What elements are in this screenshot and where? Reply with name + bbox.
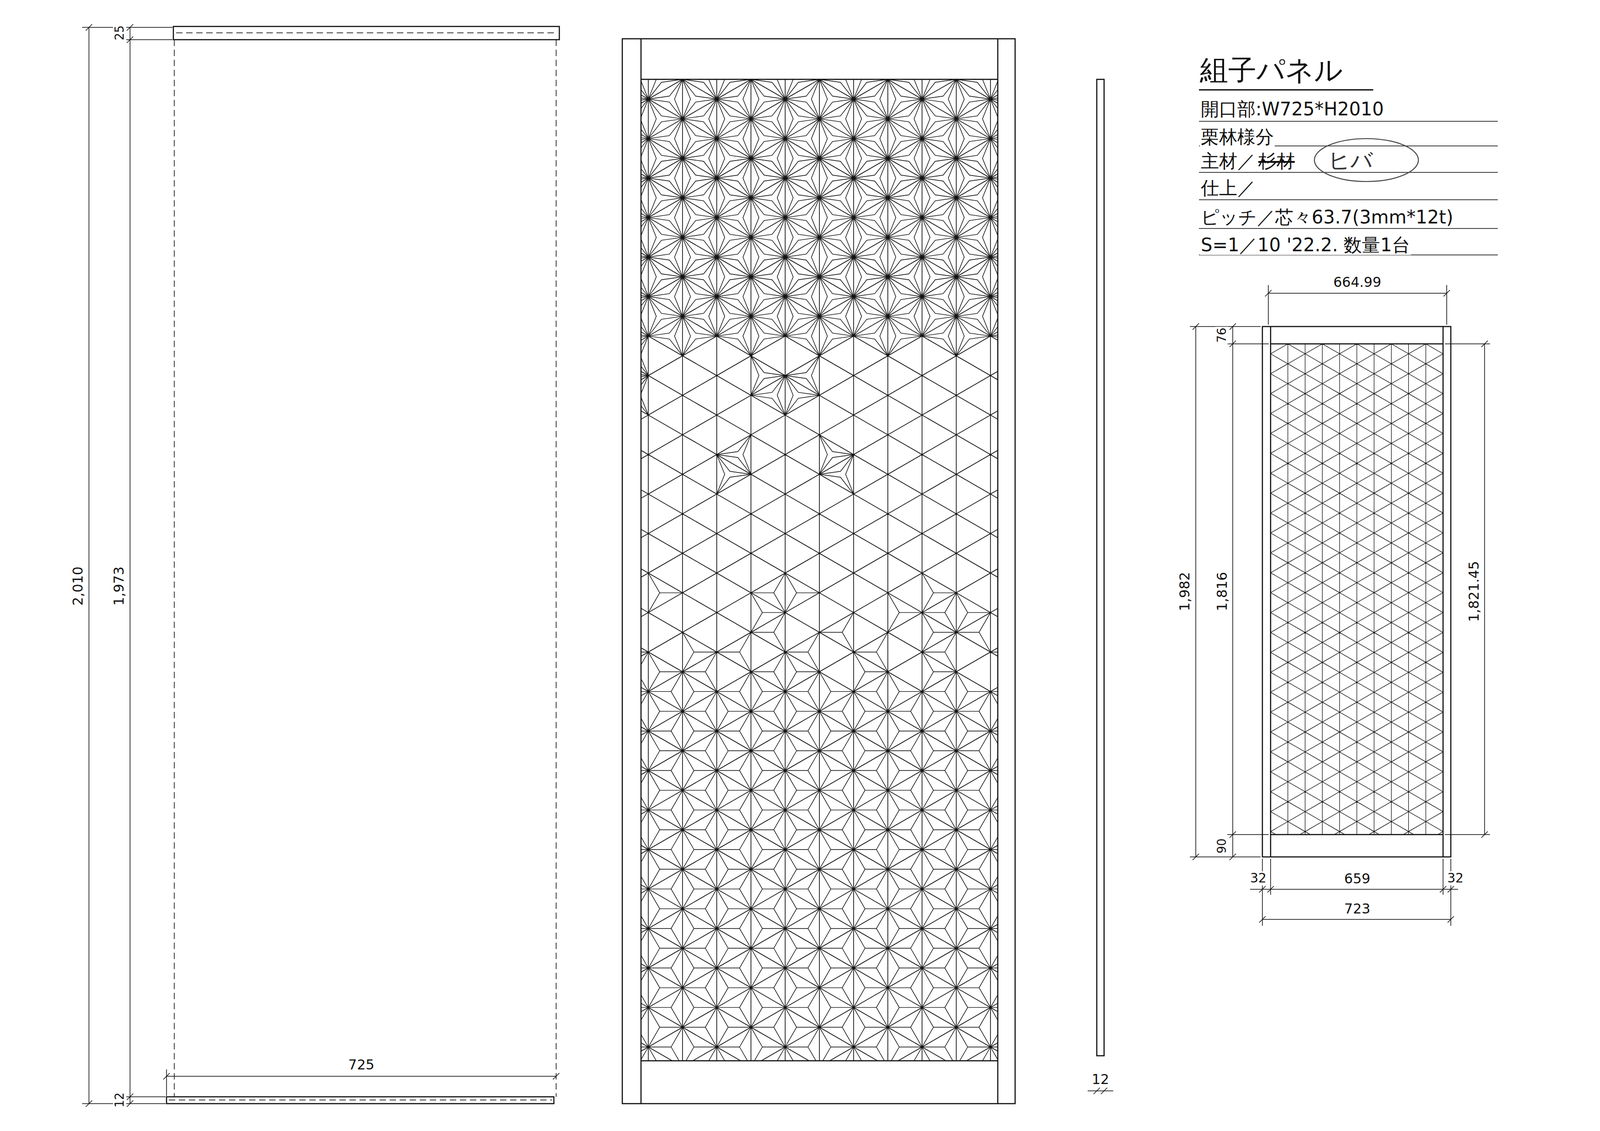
dimension-tick [1481, 340, 1488, 348]
dimension-line [1484, 343, 1486, 835]
extension-line [82, 26, 173, 28]
dimension-value: 1,816 [1214, 571, 1230, 613]
title-block-text: 開口部:W725*H2010 [1199, 99, 1385, 120]
dimension-line [1232, 326, 1234, 858]
dimension-line [1262, 919, 1451, 921]
extension-line [1444, 343, 1491, 345]
hidden-line [168, 1099, 553, 1101]
dimension-tick [1100, 1088, 1108, 1095]
dimension-tick [1447, 916, 1455, 923]
dimension-tick [1229, 340, 1236, 348]
dimension-tick [1265, 290, 1272, 297]
extension-line [1446, 285, 1448, 325]
dimension-value: 1,973 [111, 565, 127, 607]
dimension-value: 76 [1215, 326, 1229, 344]
dimension-tick [126, 1094, 134, 1101]
extension-line [1450, 859, 1452, 927]
extension-line [1227, 343, 1269, 345]
dimension-tick [1229, 831, 1236, 839]
stile [997, 38, 999, 1105]
extension-line [1261, 859, 1263, 927]
extension-line [1444, 834, 1491, 836]
dimension-tick [1481, 831, 1488, 839]
stile [640, 38, 642, 1105]
dimension-tick [1229, 323, 1236, 330]
dimension-tick [85, 1100, 93, 1108]
dimension-value: 725 [347, 1057, 376, 1073]
title-block-text: S=1／10 '22.2. 数量1台 [1199, 234, 1412, 256]
hidden-line [176, 32, 557, 34]
title-block-text: 仕上／ [1199, 177, 1257, 199]
dimension-value: 723 [1343, 901, 1371, 917]
dimension-line [166, 1076, 557, 1078]
dimension-line [88, 27, 90, 1105]
dimension-value: 659 [1343, 871, 1371, 887]
dimension-value: 25 [113, 24, 127, 42]
dimension-tick [1267, 886, 1274, 893]
lattice-pattern [1270, 343, 1444, 835]
table-rule [1198, 228, 1498, 230]
dimension-line [1195, 326, 1197, 858]
dimension-value: 2,010 [70, 565, 86, 607]
hidden-line [555, 39, 557, 1098]
extension-line [1227, 834, 1269, 836]
table-rule [1198, 171, 1498, 173]
dimension-value: 664.99 [1332, 274, 1383, 290]
kumiko-grid [641, 79, 998, 1062]
dimension-tick [1229, 854, 1236, 861]
dimension-line [1268, 292, 1447, 294]
dimension-tick [1093, 1088, 1100, 1095]
struck-text: 杉材 [1257, 151, 1296, 172]
dimension-tick [163, 1073, 170, 1080]
dimension-tick [1443, 290, 1450, 297]
title-underline [1198, 89, 1374, 91]
extension-line [1267, 285, 1269, 325]
dimension-tick [126, 24, 134, 31]
dimension-tick [126, 36, 134, 43]
star-infill [641, 79, 998, 495]
title-block-text: 主材／ [1199, 151, 1257, 172]
dimension-value: 32 [1249, 871, 1268, 886]
dimension-tick [1259, 916, 1266, 923]
dimension-line [129, 27, 131, 1105]
title-block-text: ピッチ／芯々63.7(3mm*12t) [1199, 207, 1455, 228]
dimension-tick [1447, 886, 1455, 893]
dimension-tick [85, 24, 93, 31]
extension-line [1189, 856, 1261, 858]
dimension-tick [1192, 854, 1199, 861]
top-board [173, 26, 560, 40]
dimension-line [1250, 889, 1459, 891]
handwritten-note: ヒバ [1327, 148, 1374, 173]
title-block-text: 栗林様分 [1199, 126, 1275, 147]
dimension-value: 1,982 [1177, 571, 1193, 613]
asanoha-infill [641, 553, 998, 1062]
bottom-board [166, 1097, 554, 1105]
hidden-line [173, 39, 175, 1098]
side-view [1096, 79, 1105, 1057]
dimension-line [1087, 1090, 1114, 1092]
handwritten-circle [1314, 138, 1419, 182]
drawing-title: 組子パネル [1198, 54, 1344, 86]
dimension-tick [1192, 323, 1199, 330]
dimension-value: 90 [1215, 837, 1229, 855]
table-rule [1198, 120, 1498, 122]
extension-line [166, 1069, 167, 1097]
kumiko-pattern [641, 79, 998, 1062]
dimension-value: 1,821.45 [1466, 560, 1482, 624]
dimension-tick [552, 1073, 560, 1080]
dimension-value: 12 [113, 1091, 127, 1109]
lattice-grid [1270, 343, 1444, 835]
dimension-tick [1259, 886, 1266, 893]
table-rule [1198, 199, 1498, 201]
dimension-tick [1439, 886, 1447, 893]
dimension-value: 12 [1090, 1072, 1111, 1088]
dimension-value: 32 [1446, 871, 1465, 886]
dimension-tick [126, 1100, 134, 1108]
